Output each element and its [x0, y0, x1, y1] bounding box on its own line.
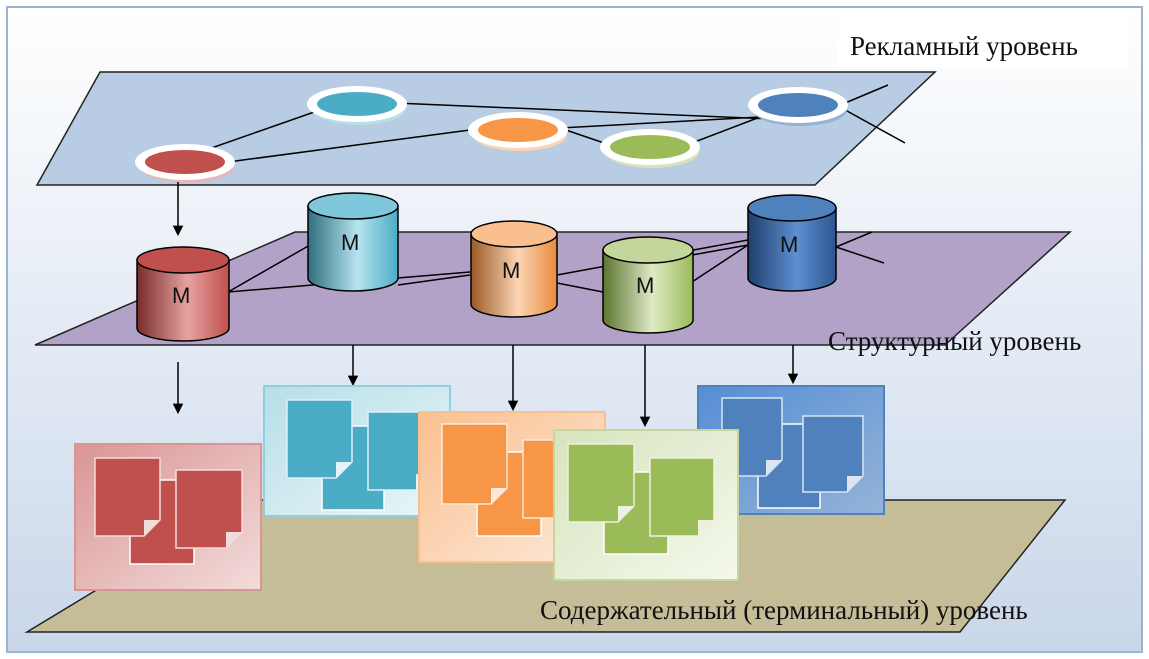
document-group-green [553, 429, 739, 581]
document-group-red [74, 443, 262, 591]
module-red: M [136, 246, 230, 342]
module-blue: M [747, 194, 837, 292]
module-orange-label: M [502, 258, 520, 283]
advertising-label-box [838, 18, 1128, 68]
ad-node-green [600, 129, 700, 168]
module-blue-label: M [780, 232, 798, 257]
ad-node-red [135, 144, 235, 183]
ad-node-orange [468, 112, 568, 151]
module-green-label: M [636, 273, 654, 298]
ad-node-blue [748, 87, 848, 126]
module-green: M [602, 236, 694, 334]
advertising-links [199, 84, 906, 163]
module-orange: M [470, 220, 558, 318]
ad-node-cyan [307, 86, 407, 125]
module-red-label: M [172, 283, 190, 308]
module-to-content-arrows [172, 345, 799, 428]
content-level-label: Содержательный (терминальный) уровень [540, 595, 1028, 625]
advertising-level-label: Рекламный уровень [850, 31, 1078, 61]
structural-level-label: Структурный уровень [828, 326, 1081, 356]
module-cyan-label: M [341, 230, 359, 255]
module-cyan: M [307, 192, 399, 292]
